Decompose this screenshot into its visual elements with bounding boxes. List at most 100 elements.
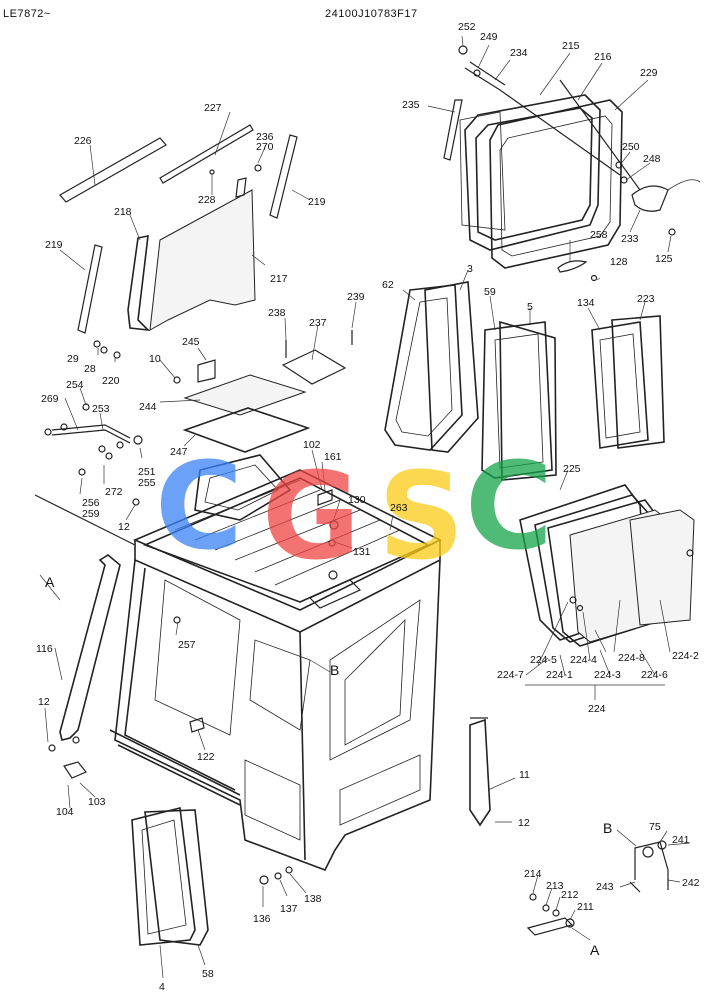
callout-28: 28 (84, 363, 96, 375)
callout-254: 254 (66, 379, 84, 391)
callout-224-4: 224-4 (570, 654, 597, 666)
callout-12-right: 12 (518, 817, 530, 829)
callout-227: 227 (204, 102, 222, 114)
callout-269: 269 (41, 393, 59, 405)
callout-134: 134 (577, 297, 595, 309)
callout-224: 224 (588, 703, 606, 715)
callout-136: 136 (253, 913, 271, 925)
callout-223: 223 (637, 293, 655, 305)
callout-217: 217 (270, 273, 288, 285)
callout-138: 138 (304, 893, 322, 905)
door-window-assembly (443, 45, 701, 282)
ref-letter-b-cab: B (330, 662, 339, 678)
callout-249: 249 (480, 31, 498, 43)
watermark-letter-s: S (378, 448, 464, 587)
callout-216: 216 (594, 51, 612, 63)
callout-224-8: 224-8 (618, 652, 645, 664)
callout-229: 229 (640, 67, 658, 79)
callout-263: 263 (390, 502, 408, 514)
left-linkage-parts (34, 403, 181, 624)
callout-242: 242 (682, 877, 700, 889)
part-number: 24100J10783F17 (325, 8, 418, 20)
callout-5: 5 (527, 301, 533, 313)
callout-236: 236 (256, 131, 274, 143)
callout-270: 270 (256, 141, 274, 153)
callout-228: 228 (198, 194, 216, 206)
callout-130: 130 (348, 494, 366, 506)
callout-11: 11 (519, 769, 530, 781)
leader-lines (39, 35, 691, 979)
callout-225: 225 (563, 463, 581, 475)
callout-3: 3 (467, 263, 473, 275)
callout-218: 218 (114, 206, 132, 218)
callout-212: 212 (561, 889, 579, 901)
callout-137: 137 (280, 903, 298, 915)
callout-224-1: 224-1 (546, 669, 573, 681)
ref-letter-a-detail: A (590, 942, 600, 958)
side-window-frames (384, 281, 665, 481)
callout-239: 239 (347, 291, 365, 303)
callout-125: 125 (655, 253, 673, 265)
callout-245: 245 (182, 336, 200, 348)
callout-250: 250 (622, 141, 640, 153)
cgsc-watermark: C G S C (155, 438, 553, 587)
callout-122: 122 (197, 751, 215, 763)
callout-237: 237 (309, 317, 327, 329)
callout-12-left: 12 (38, 696, 50, 708)
callout-243: 243 (596, 881, 614, 893)
callout-116: 116 (36, 643, 53, 655)
callout-161: 161 (324, 451, 342, 463)
callout-214: 214 (524, 868, 542, 880)
callout-4: 4 (159, 981, 165, 993)
callout-241: 241 (672, 834, 690, 846)
callout-59: 59 (484, 286, 496, 298)
callout-103: 103 (88, 796, 106, 808)
lower-door-glass (131, 807, 293, 946)
callout-235: 235 (402, 99, 420, 111)
callout-259: 259 (82, 508, 100, 520)
drawing-code: LE7872~ (3, 8, 51, 20)
callout-226: 226 (74, 135, 92, 147)
callout-220: 220 (102, 375, 120, 387)
callout-251: 251 (138, 466, 156, 478)
callout-104: 104 (56, 806, 74, 818)
callout-233: 233 (621, 233, 639, 245)
callout-75: 75 (649, 821, 661, 833)
callout-211: 211 (577, 901, 594, 913)
callout-102: 102 (303, 439, 321, 451)
callout-248: 248 (643, 153, 661, 165)
callout-253: 253 (92, 403, 110, 415)
roof-hatch-parts (173, 330, 353, 453)
callout-252: 252 (458, 21, 476, 33)
callout-255: 255 (138, 477, 156, 489)
callout-224-7: 224-7 (497, 669, 524, 681)
front-glass-parts (59, 124, 298, 359)
callout-58: 58 (202, 968, 214, 980)
main-cab-frame (48, 454, 491, 872)
watermark-letter-c2: C (465, 438, 553, 577)
ref-letter-b-detail: B (603, 820, 612, 836)
callout-238: 238 (268, 307, 286, 319)
callout-128: 128 (610, 256, 628, 268)
callout-258: 258 (590, 229, 608, 241)
callout-224-5: 224-5 (530, 654, 557, 666)
callout-247: 247 (170, 446, 188, 458)
watermark-letter-c1: C (155, 438, 243, 577)
callout-12-upper: 12 (118, 521, 130, 533)
callout-224-3: 224-3 (594, 669, 621, 681)
watermark-letter-g: G (262, 448, 361, 587)
callout-131: 131 (353, 546, 371, 558)
callout-224-6: 224-6 (641, 669, 668, 681)
callout-29: 29 (67, 353, 79, 365)
callout-256: 256 (82, 497, 100, 509)
detail-b-wiring (629, 840, 669, 893)
callout-10: 10 (149, 353, 161, 365)
detail-a-bracket (526, 893, 575, 936)
callout-234: 234 (510, 47, 528, 59)
ref-letter-a-upper: A (45, 574, 55, 590)
callout-labels: 252 249 234 215 216 229 235 250 248 233 … (36, 21, 700, 993)
callout-244: 244 (139, 401, 157, 413)
callout-219-left: 219 (45, 239, 63, 251)
callout-224-2: 224-2 (672, 650, 699, 662)
